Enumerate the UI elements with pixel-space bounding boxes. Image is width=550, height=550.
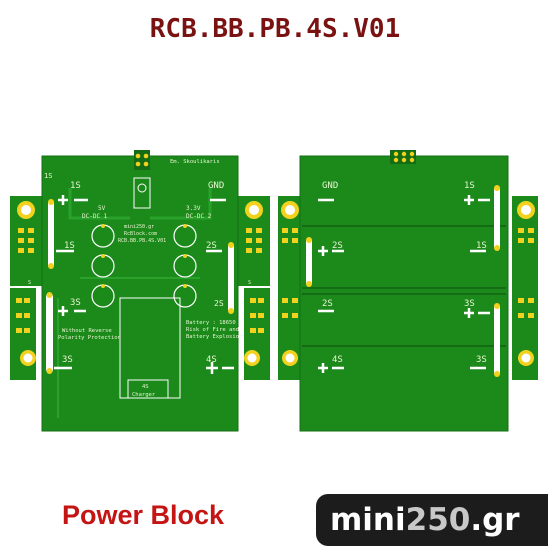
label-gnd: GND [208,181,224,191]
label-1s-corner: 1S [44,172,52,180]
plus-symbol-3s [58,306,68,316]
label-1s-left: 1S [64,241,75,251]
label-3s-plus: 3S [70,298,81,308]
pcb-front-board: Em. Skoulikaris S S 1S 1S GND 5V DC-DC 1… [10,150,270,432]
label-3v3: 3.3V [186,205,201,212]
back-label-2s-mid: 2S [322,299,333,309]
label-3s-bottom: 3S [62,355,73,365]
label-dc-dc-1: DC-DC 1 [82,213,108,220]
pcb-back-board: GND 1S 2S 1S 2S 3S 4S 3S [278,150,538,432]
back-label-gnd: GND [322,181,338,191]
left-tab-bottom [10,288,36,380]
brand-prefix: mini [330,502,406,538]
label-2s-right-low: 2S [214,299,224,308]
center-label-3: RCB.BB.PB.4S.V01 [118,238,166,244]
label-4s-bottom: 4S [206,355,217,365]
right-rail-mid [228,243,234,313]
charger-label: Charger [132,392,156,398]
back-label-3s-right: 3S [464,299,475,309]
charger-label-4s: 4S [142,384,149,390]
product-title: RCB.BB.PB.4S.V01 [149,14,401,44]
protection-label-1: Without Reverse [62,328,112,334]
brand-logo: mini250.gr [330,502,520,538]
label-dc-dc-2: DC-DC 2 [186,213,212,220]
back-label-2s-left: 2S [332,241,343,251]
brand-number: 250 [405,502,471,538]
label-5v: 5V [98,205,106,212]
plus-symbol-top-left [58,195,68,205]
plus-symbol-4s [206,362,218,374]
left-rail-bottom [46,293,53,373]
pcb-main-body [41,155,239,432]
back-label-1s-top: 1S [464,181,475,191]
brand-badge [316,494,548,546]
back-label-1s-right: 1S [476,241,487,251]
back-label-3s-bottom: 3S [476,355,487,365]
label-1s-top: 1S [70,181,81,191]
right-tab-label: S [248,280,251,286]
left-tab-label: S [28,280,31,286]
back-label-4s-left: 4S [332,355,343,365]
right-tab-bottom [244,288,270,380]
center-label-1: mini250.gr [124,224,154,230]
brand-suffix: .gr [470,502,520,538]
designer-label: Em. Skoulikaris [170,159,220,165]
left-rail-top [48,200,54,268]
protection-label-2: Polarity Protection [58,335,121,341]
warning-label-1: Battery : 18650 [186,320,236,326]
warning-label-3: Battery Explosion [186,334,242,340]
label-2s-right: 2S [206,241,217,251]
product-caption: Power Block [62,500,225,530]
center-label-2: RcBlock.com [124,231,157,237]
warning-label-2: Risk of Fire and [186,327,239,333]
